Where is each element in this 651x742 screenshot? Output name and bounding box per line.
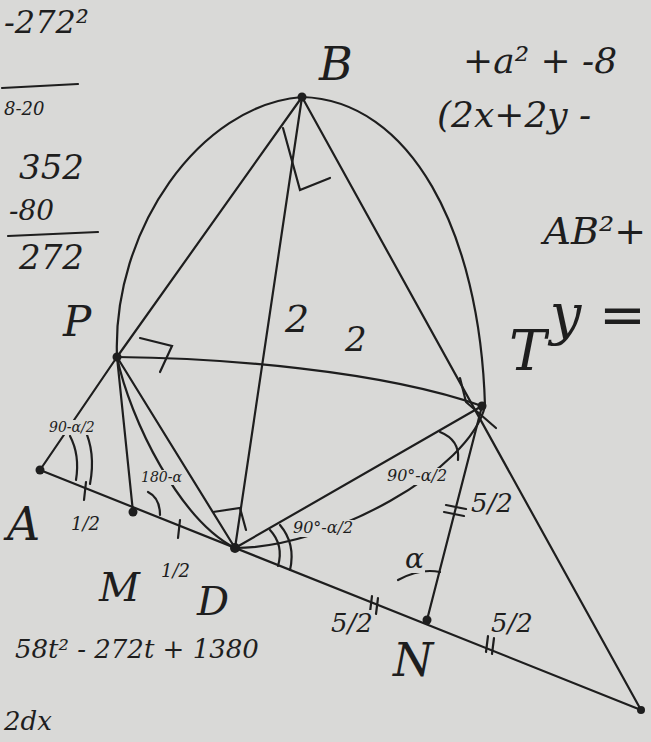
angle-label: 90°-α/2 [292, 520, 354, 537]
angle-arc [148, 492, 160, 515]
point [230, 543, 240, 553]
length-label: 5/2 [330, 610, 374, 637]
point-label: A [6, 500, 41, 548]
segment-pb [117, 97, 302, 357]
segment-pd [117, 357, 235, 548]
tick-mark [376, 598, 378, 614]
note: 58t² - 272t + 1380 [14, 636, 260, 663]
note: -80 [8, 196, 55, 225]
line-b [302, 97, 641, 710]
right-angle-mark [460, 378, 496, 428]
point [36, 466, 45, 475]
circle [117, 97, 485, 548]
length-label: 2 [344, 322, 368, 358]
note: 2dx [3, 708, 53, 735]
tick-mark [486, 636, 488, 652]
point [113, 353, 122, 362]
point-label: P [62, 300, 92, 344]
length-label: 5/2 [470, 490, 514, 517]
tick-mark [84, 482, 86, 500]
tangent-line [40, 470, 641, 710]
length-label: 1/2 [160, 562, 191, 581]
note: (2x+2y - [436, 96, 592, 134]
division-line [2, 84, 78, 88]
tick-mark [178, 520, 180, 538]
angle-arc [84, 428, 92, 484]
angle-label: 180-α [140, 470, 183, 485]
point-label: M [98, 566, 141, 608]
tick-mark [492, 638, 494, 654]
note: 8-20 [3, 100, 45, 119]
point [129, 508, 138, 517]
point-label: D [196, 580, 230, 622]
angle-arc [70, 436, 77, 480]
angle-arc [440, 432, 458, 460]
note: y = [549, 286, 647, 345]
ink-lines [2, 84, 641, 710]
right-angle-mark [140, 338, 172, 372]
note: 272 [18, 240, 85, 276]
tick-mark [446, 505, 466, 509]
points [36, 93, 646, 715]
point [423, 616, 432, 625]
right-angle-mark [283, 128, 330, 190]
point-label: B [318, 40, 354, 88]
angle-arc [280, 525, 292, 570]
note: 352 [18, 150, 85, 186]
note: AB²+ [543, 212, 647, 252]
arc-pe [117, 357, 482, 406]
tick-mark [444, 512, 464, 516]
point [298, 93, 307, 102]
right-angle-mark [213, 508, 246, 530]
point-label: N [392, 636, 434, 684]
segment-ap [40, 357, 117, 470]
division-line [8, 232, 98, 236]
length-label: 1/2 [70, 515, 101, 534]
note: -272² [3, 6, 90, 40]
note: T [508, 322, 547, 381]
point [478, 402, 487, 411]
segment-pm [117, 357, 133, 512]
angle-label: 90°-α/2 [386, 468, 448, 485]
note: +a² + -8 [462, 42, 618, 80]
angle-arc [270, 530, 280, 566]
angle-label: α [404, 544, 425, 573]
length-label: 2 [284, 300, 310, 340]
segment-de [235, 406, 482, 548]
length-label: 5/2 [490, 610, 534, 637]
angle-label: 90-α/2 [48, 420, 96, 435]
point [637, 706, 645, 714]
